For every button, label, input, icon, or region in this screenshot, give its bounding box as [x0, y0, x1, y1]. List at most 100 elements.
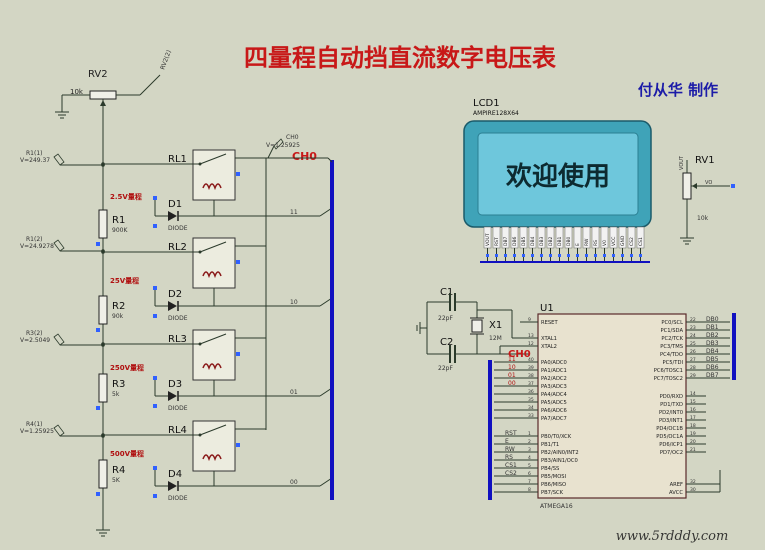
pin-marker — [236, 172, 240, 176]
mcu-right-pin-num: 26 — [690, 349, 696, 355]
u1-ref: U1 — [540, 303, 554, 314]
mcu-left-pin-num: 9 — [528, 317, 531, 323]
rv2-probe: RV2(2) — [159, 49, 173, 70]
diode-symbol — [168, 391, 177, 401]
mcu-left-pin-label: PA3/ADC3 — [541, 384, 567, 390]
mcu-data-net: DB3 — [706, 340, 719, 347]
voltage-probe-3[interactable]: R3(2)V=2.5049 — [20, 330, 105, 347]
probe-icon — [53, 153, 65, 166]
x1-value: 12M — [489, 335, 502, 342]
mcu-left-pin-num: 38 — [528, 373, 534, 379]
lcd-pin-label: RST — [494, 237, 500, 246]
diode-symbol — [168, 211, 177, 221]
mcu-adc-net: 11 — [508, 356, 516, 363]
probe-value: V=24.9278 — [20, 243, 54, 250]
probe-name: R1(2) — [26, 236, 43, 243]
probe-name: R3(2) — [26, 330, 43, 337]
mcu-data-net: DB5 — [706, 356, 719, 363]
mcu-left-pin-label: PA0/ADC0 — [541, 360, 567, 366]
mcu-ctrl-net: E — [505, 438, 509, 445]
pin-marker — [96, 242, 100, 246]
lcd-display-text: 欢迎使用 — [505, 161, 610, 192]
pin-marker — [153, 196, 157, 200]
lcd-pin-label: DB7 — [503, 236, 509, 246]
mcu-right-pin-label: PD5/OC1A — [656, 434, 683, 440]
ch0-probe[interactable]: CH0 V=1.25925 — [266, 134, 300, 159]
diode-type: DIODE — [168, 225, 188, 232]
pin-marker — [153, 286, 157, 290]
junction-dot — [101, 342, 105, 346]
schematic-title: 四量程自动挡直流数字电压表 — [244, 43, 557, 72]
pin-marker — [567, 254, 570, 257]
ch0-bus-label-mcu: CH0 — [508, 349, 531, 360]
net-label: 10 — [290, 299, 298, 306]
diode-type: DIODE — [168, 495, 188, 502]
range-label: 500V量程 — [110, 449, 144, 458]
pin-marker — [486, 254, 489, 257]
mcu-right-pin-num: 16 — [690, 407, 696, 413]
lcd-pin-label: DB1 — [557, 236, 563, 246]
voltage-probe-2[interactable]: R1(2)V=24.9278 — [20, 236, 105, 253]
lcd-pin-label: DB2 — [548, 236, 554, 246]
relay-contact — [199, 424, 227, 436]
oscillator-circuit[interactable]: C1 22pF C2 22pF X1 12M — [416, 287, 530, 372]
mcu-left-pin-label: PB2/AIN0/INT2 — [541, 450, 579, 456]
ch0-probe-name: CH0 — [286, 134, 299, 141]
voltage-probe-4[interactable]: R4(1)V=1.25925 — [20, 421, 105, 438]
pin-marker — [630, 254, 633, 257]
voltage-probe-1[interactable]: R1(1)V=249.37 — [20, 150, 105, 167]
mcu-left-pin-label: PA5/ADC5 — [541, 400, 567, 406]
rv1-potentiometer[interactable]: RV1 VO VOUT 10k — [679, 155, 735, 245]
resistor-body — [98, 209, 108, 239]
mcu-right-pin-label: PC0/SCL — [661, 320, 683, 326]
mcu-atmega16[interactable]: U1 ATMEGA16 RESET9XTAL113XTAL212PA0/ADC0… — [494, 303, 730, 510]
junction-dot — [101, 433, 105, 437]
pin-marker — [153, 224, 157, 228]
c1-value: 22pF — [438, 315, 453, 322]
lcd-pin-label: DB6 — [512, 236, 518, 246]
range-label: 25V量程 — [110, 276, 139, 285]
relay-contact — [199, 241, 227, 253]
mcu-right-pin-label: PC2/TCK — [661, 336, 683, 342]
mcu-left-pin-num: 4 — [528, 455, 531, 461]
mcu-right-pin-label: PD4/OC1B — [656, 426, 683, 432]
range-label: 250V量程 — [110, 363, 144, 372]
relay-ref: RL2 — [168, 242, 187, 253]
lcd-ref: LCD1 — [473, 98, 500, 109]
pin-marker — [576, 254, 579, 257]
mcu-right-pin-num: 20 — [690, 439, 696, 445]
pin-marker — [639, 254, 642, 257]
mcu-right-pin-label: PC1/SDA — [660, 328, 683, 334]
mcu-right-pin-num: 29 — [690, 373, 696, 379]
mcu-data-net: DB4 — [706, 348, 719, 355]
rv1-vout: VOUT — [679, 155, 685, 170]
pin-marker — [236, 443, 240, 447]
probe-icon — [53, 424, 65, 437]
resistor-value: 900K — [112, 227, 128, 234]
mcu-left-pin-num: 33 — [528, 413, 534, 419]
resistor-ref: R1 — [112, 215, 125, 226]
relay-ref: RL1 — [168, 154, 187, 165]
rv2-potentiometer[interactable]: RV2 10k RV2(2) — [55, 49, 173, 119]
relay-coil — [202, 363, 222, 371]
mcu-right-pin-num: 14 — [690, 391, 696, 397]
pin-marker — [236, 260, 240, 264]
pin-marker — [621, 254, 624, 257]
resistor-ref: R2 — [112, 301, 125, 312]
relay-ref: RL3 — [168, 334, 187, 345]
watermark: www.5rdddy.com — [616, 529, 729, 544]
mcu-right-pin-label: AVCC — [669, 490, 683, 496]
